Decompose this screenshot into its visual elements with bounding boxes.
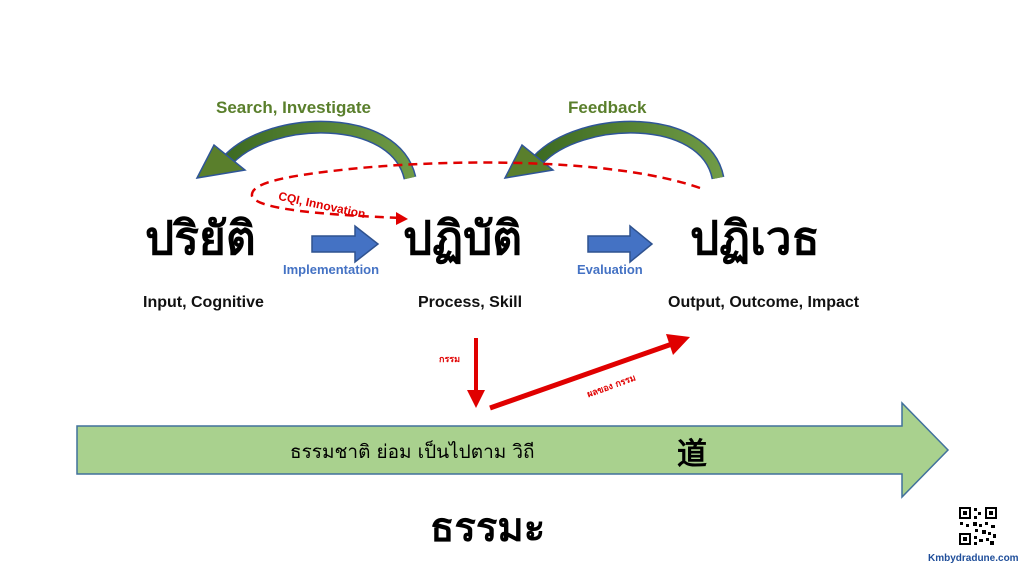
stage-patipatti: ปฏิบัติ (403, 211, 523, 265)
feedback-label: Feedback (568, 98, 647, 117)
evaluation-arrow (587, 224, 654, 264)
process-skill-caption: Process, Skill (418, 294, 523, 311)
qr-code-icon (958, 506, 998, 546)
website-label[interactable]: Kmbydradune.com (928, 553, 1019, 564)
cqi-dashed-arrow (250, 161, 701, 225)
output-outcome-impact-caption: Output, Outcome, Impact (668, 294, 860, 311)
banner-text: ธรรมชาติ ย่อม เป็นไปตาม วิถี (290, 441, 535, 463)
search-investigate-label: Search, Investigate (216, 98, 371, 117)
evaluation-label: Evaluation (577, 262, 643, 277)
dharma-title: ธรรมะ (430, 504, 546, 551)
dao-character: 道 (677, 437, 707, 472)
stage-pativedha: ปฏิเวธ (690, 211, 820, 265)
feedback-loop-arrow (503, 120, 725, 180)
implementation-arrow (311, 224, 380, 264)
search-loop-arrow (195, 120, 417, 180)
input-cognitive-caption: Input, Cognitive (143, 294, 264, 311)
karma-result-arrow (489, 334, 690, 411)
stage-pariyatti: ปริยัติ (145, 211, 256, 265)
karma-down-arrow (467, 338, 485, 408)
karma-label: กรรม (439, 355, 461, 365)
implementation-label: Implementation (283, 262, 380, 277)
dharma-banner-arrow (76, 401, 950, 499)
